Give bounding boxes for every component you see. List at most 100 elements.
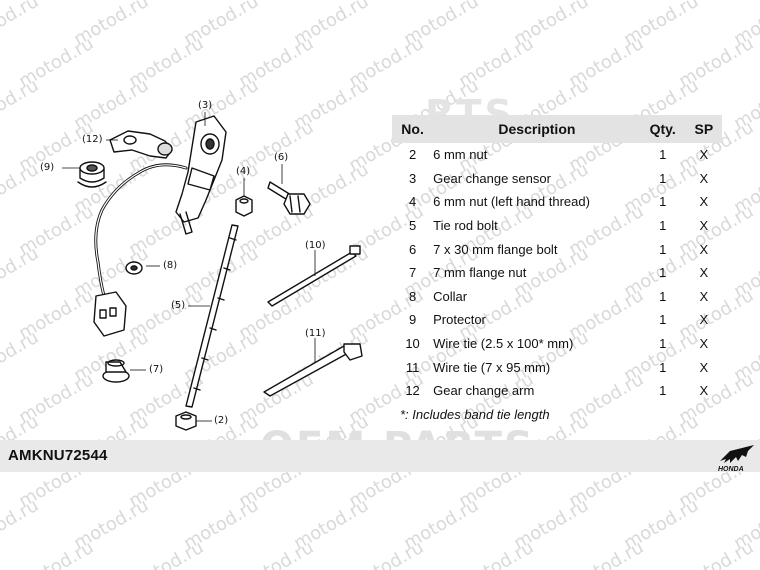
flange-bolt-part [267,181,311,215]
callout-3: (3) [198,100,213,111]
watermark-text: motod.ru [125,536,208,570]
watermark-text: motod.ru [455,536,538,570]
row-description: Wire tie (2.5 x 100* mm) [433,336,574,352]
row-description: 6 mm nut (left hand thread) [433,194,590,210]
row-qty: 1 [659,218,667,234]
parts-diagram [62,112,363,431]
row-no: 4 [408,194,417,210]
watermark-text: motod.ru [0,494,43,555]
tie-rod-bolt-part [185,224,239,408]
row-description: Wire tie (7 x 95 mm) [433,359,551,375]
callout-12: (12) [82,134,103,145]
header-sp: SP [685,115,722,143]
row-no: 11 [405,359,420,375]
watermark-text: motod.ru [400,0,483,51]
row-qty: 1 [659,288,667,304]
row-description: 7 mm flange nut [433,265,527,281]
row-no: 6 [408,241,417,257]
header-qty: Qty. [639,115,686,143]
row-sp: X [699,359,709,375]
header-no: No. [392,115,434,143]
row-qty: 1 [659,241,667,257]
callout-2: (2) [214,415,229,426]
watermark-text: motod.ru [400,494,483,555]
row-description: Tie rod bolt [433,218,498,234]
honda-wing-logo-icon [720,445,754,463]
watermark-text: motod.ru [565,32,648,93]
table-row: 5 Tie rod bolt 1 X [392,214,722,238]
footnote: *: Includes band tie length [400,407,550,422]
watermark-text: motod.ru [345,536,428,570]
table-header-row: No. Description Qty. SP [392,115,722,143]
row-no: 9 [408,312,417,328]
callout-6: (6) [274,152,289,163]
row-qty: 1 [659,312,667,328]
callout-11: (11) [305,328,326,339]
watermark-text: motod.ru [455,32,538,93]
collar-part [125,261,143,275]
watermark-text: motod.ru [15,536,98,570]
part-code: AMKNU72544 [8,447,108,464]
watermark-text: motod.ru [730,0,760,51]
table-row: 6 7 x 30 mm flange bolt 1 X [392,237,722,261]
watermark-text: motod.ru [290,494,373,555]
row-no: 2 [408,147,417,163]
row-sp: X [699,383,709,399]
row-sp: X [699,170,709,186]
callout-10: (10) [305,240,326,251]
watermark-text: motod.ru [730,242,760,303]
flange-nut-part [102,359,130,383]
watermark-text: motod.ru [675,536,758,570]
row-description: Protector [433,312,486,328]
left-hand-nut-part [235,195,253,217]
watermark-text: motod.ru [620,0,703,51]
table-row: 4 6 mm nut (left hand thread) 1 X [392,190,722,214]
watermark-text: motod.ru [70,494,153,555]
honda-logo-text: HONDA [718,466,744,473]
row-no: 12 [405,383,420,399]
gear-change-sensor-part [93,115,227,337]
callout-9: (9) [40,162,55,173]
row-qty: 1 [659,147,667,163]
table-row: 9 Protector 1 X [392,308,722,332]
row-sp: X [699,241,709,257]
row-no: 10 [405,336,420,352]
row-description: Gear change arm [433,383,535,399]
watermark-text: motod.ru [730,158,760,219]
row-sp: X [699,194,709,210]
six-mm-nut-part [175,411,197,431]
row-description: Collar [433,288,468,304]
callout-7: (7) [149,364,164,375]
table-row: 12 Gear change arm 1 X [392,379,722,403]
row-qty: 1 [659,383,667,399]
callout-5: (5) [171,300,186,311]
row-description: 7 x 30 mm flange bolt [433,241,558,257]
row-description: 6 mm nut [433,147,488,163]
watermark-text: motod.ru [565,536,648,570]
row-no: 8 [408,288,417,304]
watermark-text: motod.ru [675,32,758,93]
wire-tie-large-part [263,343,363,397]
watermark-text: motod.ru [180,494,263,555]
row-no: 5 [408,218,417,234]
row-qty: 1 [659,194,667,210]
watermark-text: motod.ru [235,536,318,570]
row-no: 7 [408,265,417,281]
callout-4: (4) [236,166,251,177]
row-qty: 1 [659,170,667,186]
row-sp: X [699,312,709,328]
gear-change-arm-part [109,130,173,159]
row-sp: X [699,218,709,234]
row-qty: 1 [659,265,667,281]
row-sp: X [699,265,709,281]
row-sp: X [699,336,709,352]
watermark-text: motod.ru [730,494,760,555]
callout-8: (8) [163,260,178,271]
footer-bar [0,440,760,472]
